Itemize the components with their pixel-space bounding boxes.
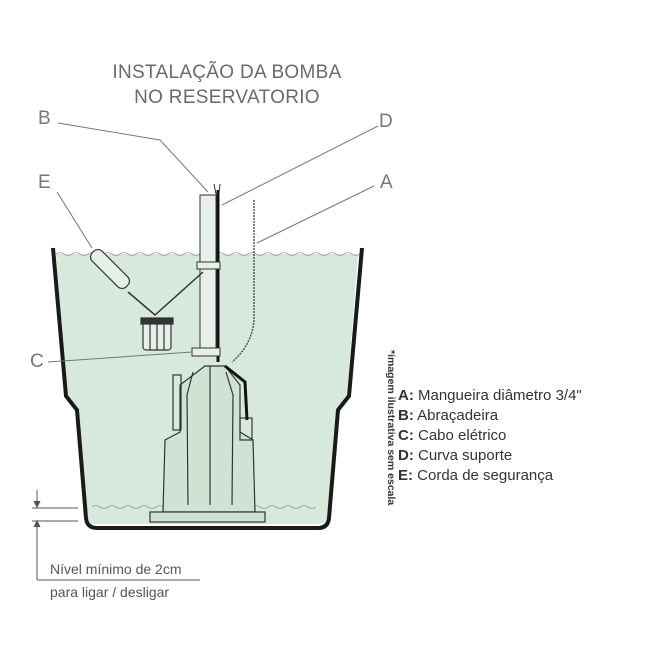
leader-lines [47, 122, 379, 363]
level-indicator [32, 490, 200, 581]
safety-rope [231, 200, 255, 363]
title-line-1: INSTALAÇÃO DA BOMBA [112, 62, 342, 83]
diagram-title: INSTALAÇÃO DA BOMBA NO RESERVATORIO [77, 60, 377, 110]
label-a: A [380, 172, 393, 193]
label-e: E [38, 172, 51, 193]
title-line-2: NO RESERVATORIO [134, 87, 320, 108]
pump-body [149, 364, 266, 523]
label-d: D [379, 111, 393, 132]
label-b: B [38, 108, 51, 129]
legend-item: A: Mangueira diâmetro 3/4" [398, 387, 582, 404]
legend-item: C: Cabo elétrico [398, 427, 507, 444]
level-text-2: para ligar / desligar [50, 584, 170, 600]
reservoir-bucket [51, 247, 364, 530]
float-switch [89, 248, 204, 351]
legend-item: B: Abraçadeira [398, 407, 499, 424]
legend: A: Mangueira diâmetro 3/4" B: Abraçadeir… [398, 386, 582, 486]
level-text-1: Nível mínimo de 2cm [50, 561, 182, 577]
label-c: C [30, 351, 44, 372]
scale-note: *imagem ilustrativa sem escala [385, 350, 397, 506]
legend-item: D: Curva suporte [398, 447, 513, 464]
pump-pipe [191, 183, 221, 362]
legend-item: E: Corda de segurança [398, 467, 554, 484]
